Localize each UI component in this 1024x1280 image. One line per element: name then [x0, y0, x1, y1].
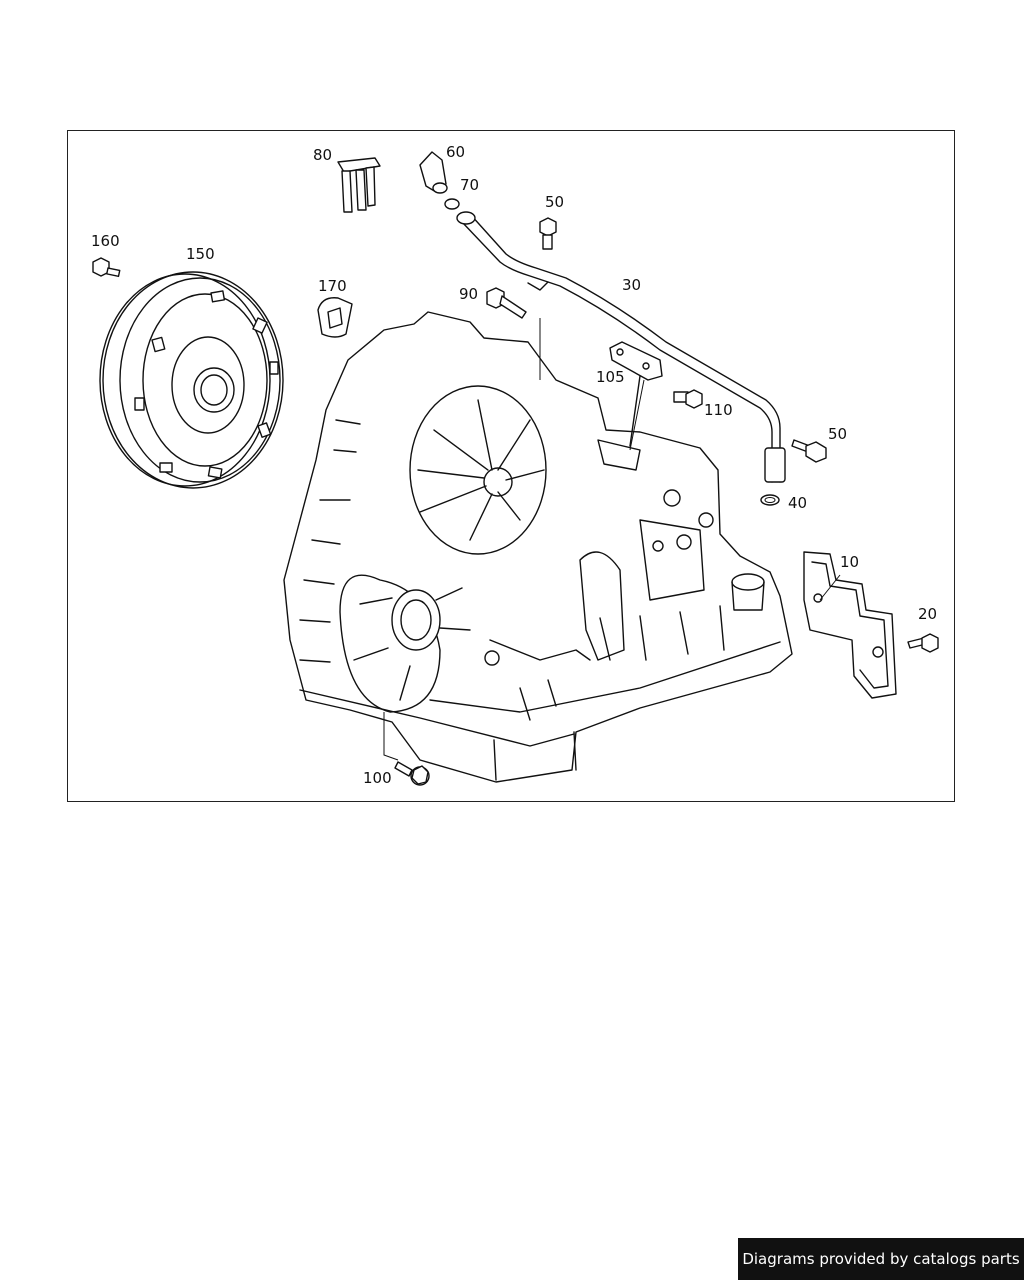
callout-80: 80: [313, 146, 332, 164]
part-20-bolt[interactable]: [907, 633, 939, 653]
part-40-seal[interactable]: [760, 494, 780, 506]
callout-150: 150: [186, 245, 215, 263]
callout-100: 100: [363, 769, 392, 787]
part-10-cover-plate[interactable]: [803, 551, 897, 699]
callout-110: 110: [704, 401, 733, 419]
exploded-parts-diagram: 80 60 70 50 160 150 170 90 30 105 110 50…: [91, 143, 939, 787]
footer-banner-text: Diagrams provided by catalogs parts: [742, 1250, 1020, 1268]
leader-lines: [383, 318, 841, 761]
part-70-oring[interactable]: [444, 198, 460, 210]
callout-20: 20: [918, 605, 937, 623]
callout-labels: 80 60 70 50 160 150 170 90 30 105 110 50…: [91, 143, 937, 787]
callout-170: 170: [318, 277, 347, 295]
part-150-torque-converter[interactable]: [99, 271, 284, 489]
part-60-plug[interactable]: [419, 151, 448, 194]
callout-10: 10: [840, 553, 859, 571]
part-90-bolt[interactable]: [486, 287, 527, 319]
part-50-bolt-right[interactable]: [791, 439, 827, 463]
part-50-bolt-top[interactable]: [539, 217, 557, 250]
transmission-housing: [283, 311, 793, 783]
part-105-bracket[interactable]: [597, 341, 663, 471]
callout-160: 160: [91, 232, 120, 250]
part-170-mount[interactable]: [317, 297, 353, 338]
callout-50-right: 50: [828, 425, 847, 443]
callout-70: 70: [460, 176, 479, 194]
callout-105: 105: [596, 368, 625, 386]
callout-40: 40: [788, 494, 807, 512]
part-160-bolt[interactable]: [92, 257, 121, 278]
part-100-bolt[interactable]: [394, 761, 430, 786]
part-30-dipstick-tube[interactable]: [456, 211, 786, 483]
callout-50-top: 50: [545, 193, 564, 211]
callout-30: 30: [622, 276, 641, 294]
part-80-clip[interactable]: [337, 157, 381, 213]
callout-60: 60: [446, 143, 465, 161]
part-110-bolt[interactable]: [673, 389, 703, 409]
callout-90: 90: [459, 285, 478, 303]
footer-banner: Diagrams provided by catalogs parts: [738, 1238, 1024, 1280]
